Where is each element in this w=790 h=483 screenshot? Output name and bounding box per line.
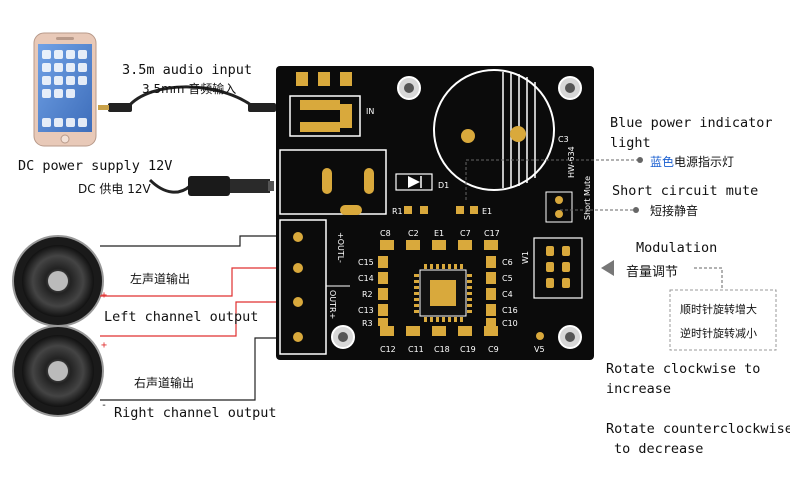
pcb-bottom-cap-2: C18 — [434, 345, 450, 354]
pcb-v5-label: V5 — [534, 345, 545, 354]
dc-power-cable-icon — [148, 176, 274, 196]
indicator-rest: 电源指示灯 — [674, 155, 735, 169]
pcb-top-cap-0: C8 — [380, 229, 391, 238]
indicator-callout-dot — [637, 157, 643, 163]
pcb-left-part-0: C15 — [358, 258, 374, 267]
short-mute-label: Short circuit mute — [612, 183, 759, 199]
pcb-e1-label: E1 — [482, 207, 492, 216]
blue-word: 蓝色 — [650, 155, 675, 169]
pcb-top-cap-2: E1 — [434, 229, 444, 238]
clockwise-label-line2: increase — [606, 381, 672, 397]
pcb-short-mute-label: Short Mute — [583, 176, 592, 220]
counterclockwise-cn-label: 逆时针旋转减小 — [680, 327, 757, 340]
modulation-arrow-icon — [601, 260, 614, 276]
callout-leaders — [465, 159, 723, 288]
right-plus-sign: + — [101, 340, 108, 351]
pcb-left-part-1: C14 — [358, 274, 374, 283]
blue-indicator-label-line1: Blue power indicator — [610, 115, 773, 131]
pcb-c3-label: C3 — [558, 135, 569, 144]
mute-callout-dot — [633, 207, 639, 213]
pcb-left-part-4: R3 — [362, 319, 373, 328]
pcb-right-part-4: C10 — [502, 319, 518, 328]
modulation-cn-label: 音量调节 — [626, 265, 679, 280]
left-channel-label: Left channel output — [104, 309, 259, 325]
dc-power-cn-label: DC 供电 12V — [78, 182, 151, 196]
dc-power-label: DC power supply 12V — [18, 158, 173, 174]
pcb-model-label: HW-634 — [567, 146, 576, 178]
left-channel-cn-label: 左声道输出 — [130, 272, 191, 286]
blue-indicator-cn-label: 蓝色电源指示灯 — [650, 153, 734, 170]
short-mute-cn-label: 短接静音 — [650, 204, 699, 218]
pcb-d1-label: D1 — [438, 181, 449, 190]
left-plus-sign: + — [101, 290, 108, 301]
clockwise-cn-label: 顺时针旋转增大 — [680, 303, 757, 316]
counterclockwise-label-line1: Rotate counterclockwise — [606, 421, 790, 437]
right-speaker-image — [12, 325, 104, 417]
pcb-bottom-cap-1: C11 — [408, 345, 424, 354]
pcb-top-cap-3: C7 — [460, 229, 471, 238]
pcb-right-part-3: C16 — [502, 306, 518, 315]
pcb-top-cap-1: C2 — [408, 229, 419, 238]
counterclockwise-label-line2: to decrease — [614, 441, 704, 457]
pcb-left-part-2: R2 — [362, 290, 373, 299]
right-channel-label: Right channel output — [114, 405, 277, 421]
modulation-label: Modulation — [636, 240, 718, 256]
audio-input-label: 3.5m audio input — [122, 62, 253, 78]
pcb-outr-label: OUTR+ — [328, 290, 337, 319]
left-speaker-image — [12, 235, 104, 327]
pcb-right-part-0: C6 — [502, 258, 513, 267]
clockwise-label-line1: Rotate clockwise to — [606, 361, 761, 377]
pcb-left-part-3: C13 — [358, 306, 374, 315]
right-channel-cn-label: 右声道输出 — [134, 376, 195, 390]
pcb-bottom-cap-4: C9 — [488, 345, 499, 354]
pcb-top-cap-4: C17 — [484, 229, 500, 238]
pcb-right-part-1: C5 — [502, 274, 513, 283]
audio-input-cn-label: 3.5mm 音频输入 — [142, 82, 237, 96]
pcb-bottom-cap-0: C12 — [380, 345, 396, 354]
pcb-in-label: IN — [366, 107, 374, 116]
pcb-bottom-cap-3: C19 — [460, 345, 476, 354]
pcb-w1-label: W1 — [521, 251, 530, 264]
smartphone-image — [33, 32, 97, 147]
amplifier-board: IN C3 HW-634 Short Mute D1 R1 E1 +OUTL- … — [276, 66, 594, 360]
pcb-outl-label: +OUTL- — [336, 232, 345, 263]
blue-indicator-label-line2: light — [610, 135, 651, 151]
audio-cable-icon — [98, 85, 288, 112]
rotation-note-box — [669, 289, 777, 351]
pcb-right-part-2: C4 — [502, 290, 513, 299]
right-minus-sign: - — [101, 400, 108, 411]
pcb-r1-label: R1 — [392, 207, 403, 216]
